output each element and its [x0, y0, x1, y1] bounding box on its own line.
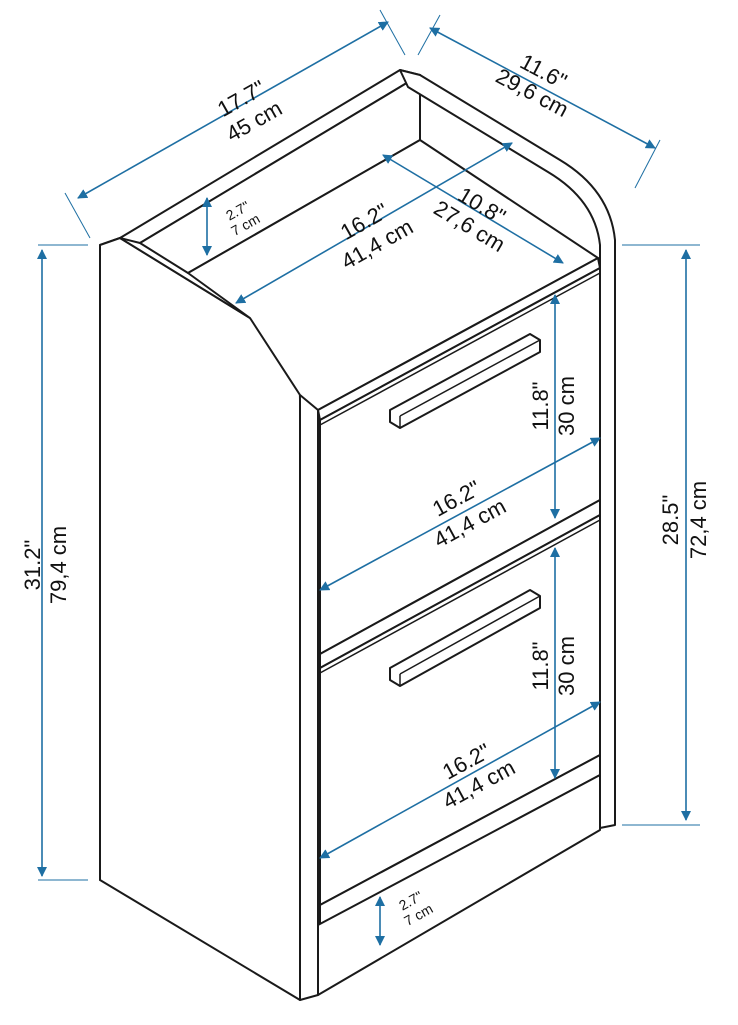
dimension-labels: 17.7" 45 cm 11.6" 29,6 cm 2.7" 7 cm 16.2… — [20, 49, 711, 929]
drawer-section-cm-label: 72,4 cm — [686, 481, 711, 559]
width-dimension-line — [77, 21, 389, 199]
drawer-1-height-cm-label: 30 cm — [554, 376, 579, 436]
drawer-2-height-cm-label: 30 cm — [554, 636, 579, 696]
drawer-2-height-in-label: 11.8" — [528, 642, 553, 691]
overall-height-in-label: 31.2" — [20, 540, 45, 591]
cabinet — [99, 69, 616, 1001]
overall-height-cm-label: 79,4 cm — [46, 526, 71, 604]
top-inner-depth-line — [382, 154, 564, 264]
drawer-1-width-line — [319, 437, 601, 591]
right-side-panel — [399, 69, 616, 829]
side-face — [99, 237, 301, 1001]
drawer-2-width-line — [319, 701, 601, 859]
depth-dimension-line — [429, 27, 656, 149]
dimension-lines — [37, 9, 700, 946]
drawer-section-in-label: 28.5" — [658, 495, 683, 546]
drawer-1-height-in-label: 11.8" — [528, 382, 553, 431]
